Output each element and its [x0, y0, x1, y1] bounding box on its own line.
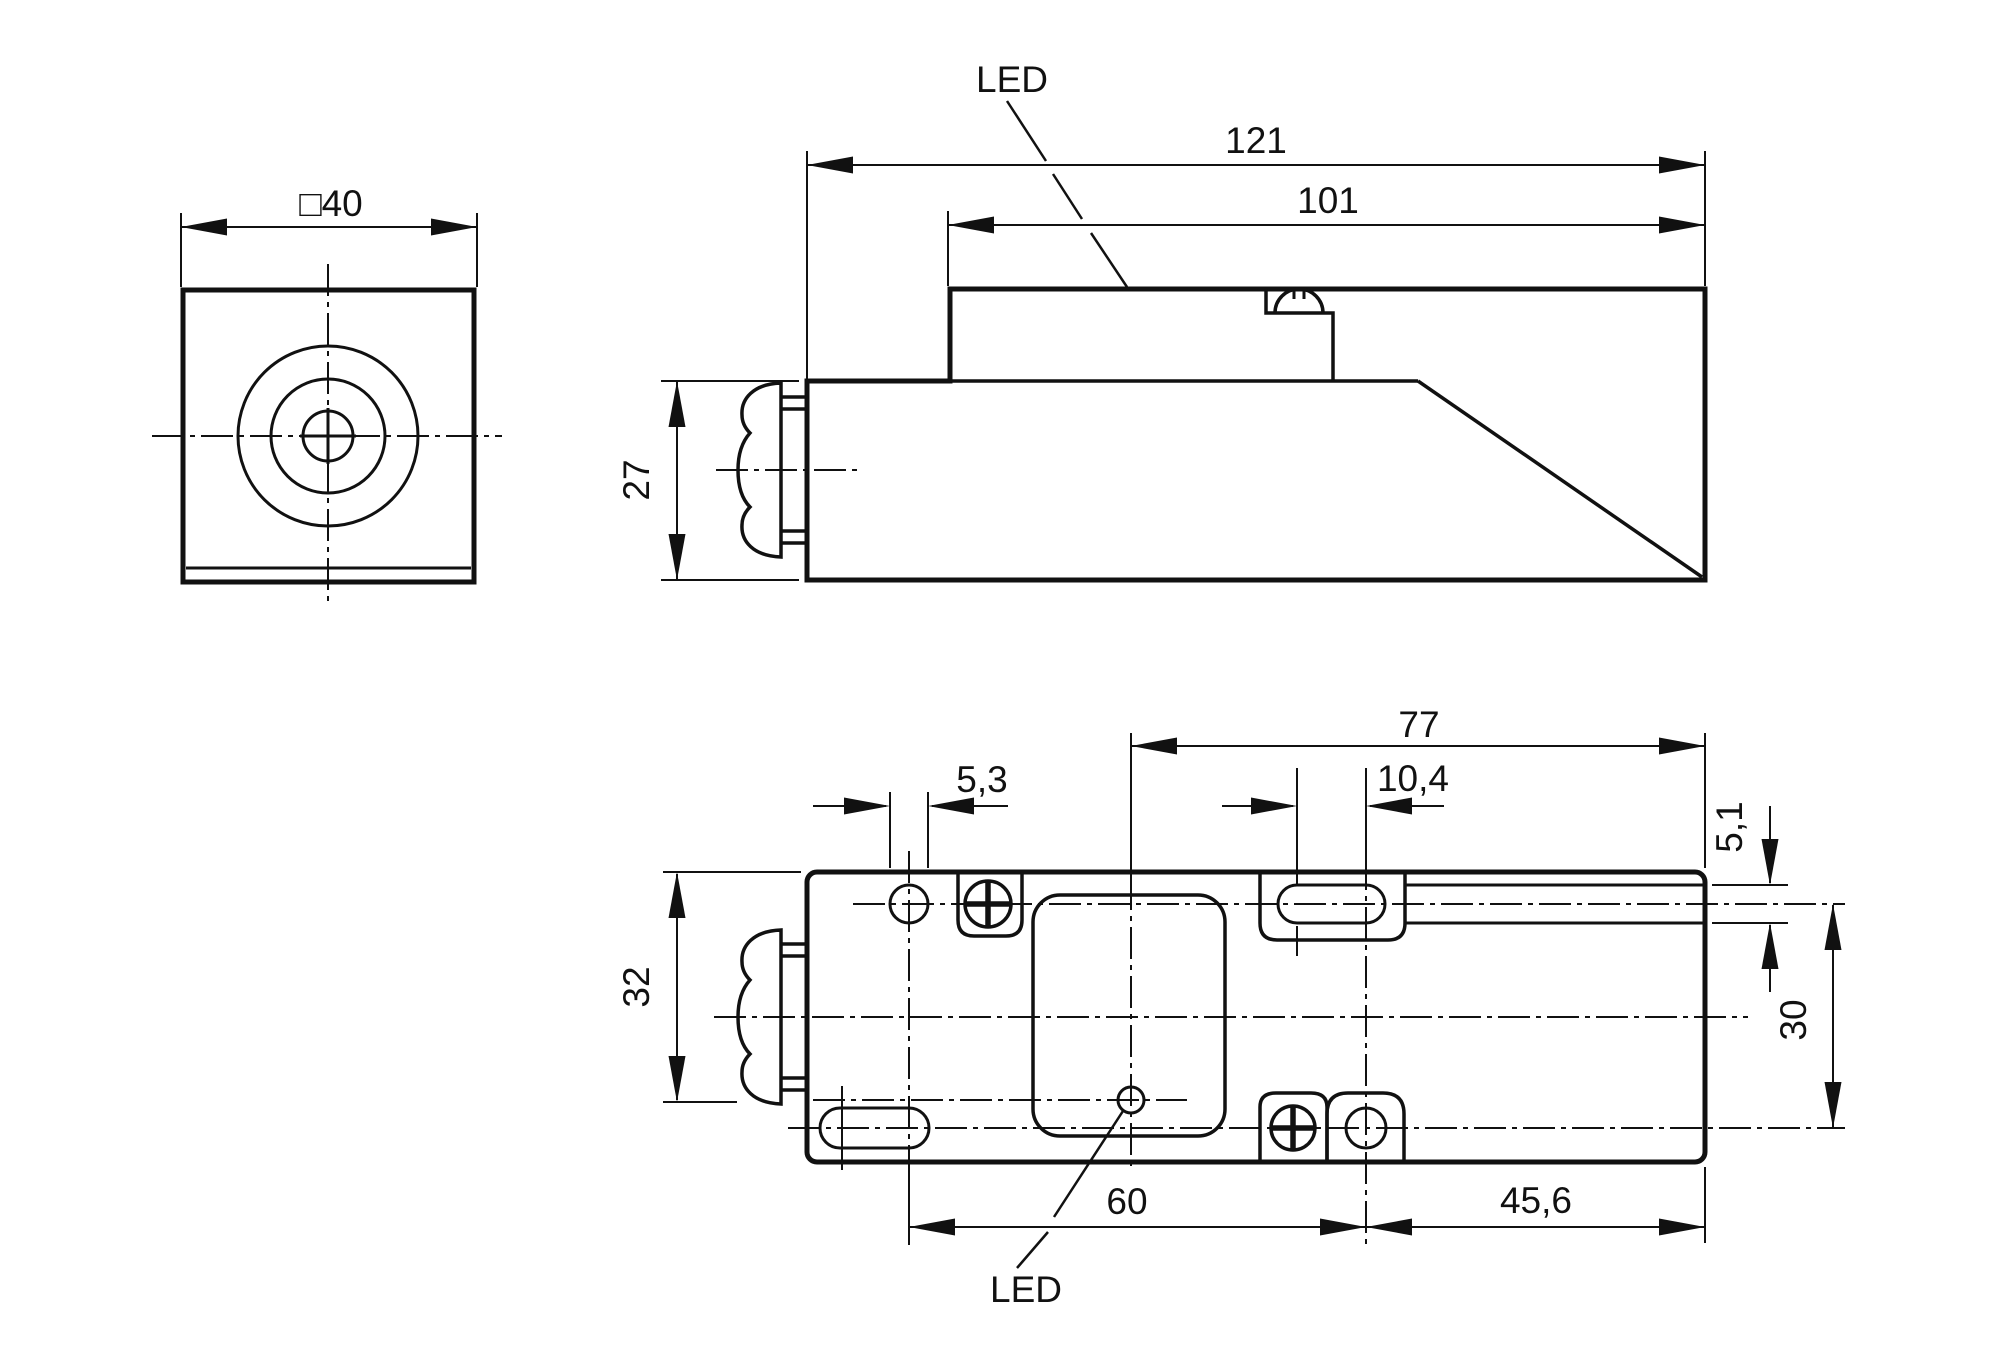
cable-gland-side	[716, 381, 860, 559]
mounting-hole-bottom-right	[1344, 1106, 1388, 1150]
slot-recess-top-right	[1258, 872, 1407, 942]
screw-head-side	[1273, 287, 1325, 314]
dim-slot-width: 5,1	[1709, 801, 1788, 992]
hole-recess-bottom-right	[1325, 1091, 1406, 1160]
dim-body-width: 32	[616, 871, 801, 1103]
dim-row-distance: 30	[1773, 904, 1842, 1128]
dim-slot-width-label: 5,1	[1709, 801, 1750, 852]
dim-lower-height: 27	[616, 380, 799, 581]
dim-hole-distance-label: 60	[1106, 1181, 1147, 1222]
front-view: □40	[152, 183, 502, 606]
dim-hole-diameter-label: 5,3	[956, 759, 1007, 800]
dim-slot-length: 10,4	[1222, 758, 1449, 956]
sensing-module-outline	[1031, 893, 1227, 1138]
dim-face-width-label: □40	[299, 183, 363, 224]
side-chamfer-edge	[1417, 379, 1703, 579]
mounting-slot-bottom-left	[818, 1106, 931, 1150]
side-body-outline	[804, 286, 1708, 583]
screw-recess-bottom-right	[1258, 1091, 1329, 1160]
led-label-top: LED	[990, 1269, 1062, 1310]
led-callout-side: LED	[976, 59, 1129, 288]
dim-center-to-face-label: 77	[1398, 704, 1439, 745]
dim-lower-height-label: 27	[616, 459, 657, 500]
dim-center-to-face: 77	[1130, 704, 1706, 878]
led-leader-side	[1005, 100, 1048, 162]
led-leader-top	[1016, 1231, 1049, 1269]
side-view: 121 101 27 LED	[616, 59, 1708, 583]
dim-body-width-label: 32	[616, 966, 657, 1007]
screw-recess-top-left	[956, 872, 1024, 938]
dim-overall-length-label: 121	[1225, 120, 1287, 161]
screw-top-left	[963, 879, 1013, 929]
led-label-side: LED	[976, 59, 1048, 100]
screw-bottom-right	[1269, 1104, 1317, 1152]
dim-upper-length: 101	[947, 180, 1705, 286]
dim-row-distance-label: 30	[1773, 999, 1814, 1040]
dim-upper-length-label: 101	[1297, 180, 1359, 221]
dim-overall-length: 121	[806, 120, 1706, 379]
top-view: 5,3 10,4 77	[616, 704, 1845, 1310]
dim-hole-diameter: 5,3	[813, 759, 1008, 868]
led-callout-top: LED	[990, 1110, 1125, 1310]
mounting-slot-top-right	[1276, 883, 1387, 925]
dim-hole-to-face-label: 45,6	[1500, 1180, 1572, 1221]
led-indicator-dot	[1116, 1085, 1146, 1115]
side-screw-notch	[1264, 289, 1335, 381]
mounting-hole-top-left	[888, 883, 930, 925]
dim-hole-to-face: 45,6	[1366, 1167, 1706, 1243]
dim-slot-length-label: 10,4	[1377, 758, 1449, 799]
dim-face-width: □40	[180, 183, 478, 287]
dim-hole-distance: 60	[908, 1150, 1366, 1243]
